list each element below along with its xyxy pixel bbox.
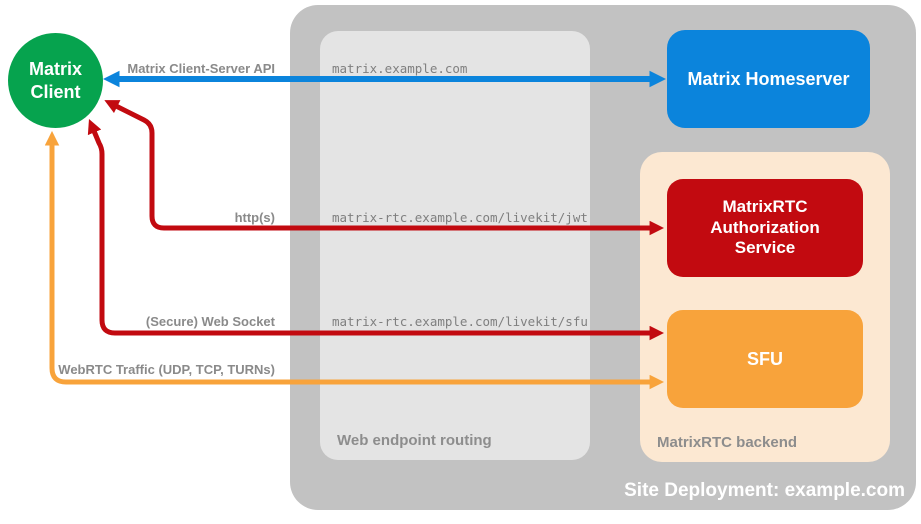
matrix-homeserver-label: Matrix Homeserver [687,68,850,89]
endpoint-livekit-sfu: matrix-rtc.example.com/livekit/sfu [332,314,588,329]
client-server-api-label: Matrix Client-Server API [127,61,275,76]
matrixrtc-authorization-service-node: MatrixRTC Authorization Service [667,179,863,277]
websocket-label: (Secure) Web Socket [145,314,275,329]
matrixrtc-backend-label: MatrixRTC backend [657,434,798,451]
endpoint-matrix-example-com: matrix.example.com [332,61,468,76]
https-label: http(s) [234,210,275,225]
matrix-client-label: Matrix Client [28,59,82,102]
site-deployment-label: Site Deployment: example.com [624,480,905,501]
endpoint-livekit-jwt: matrix-rtc.example.com/livekit/jwt [332,210,588,225]
sfu-label: SFU [747,348,783,369]
web-endpoint-routing-zone: Web endpoint routing [320,31,590,460]
webrtc-traffic-label: WebRTC Traffic (UDP, TCP, TURNs) [58,362,275,377]
matrixrtc-authorization-service-label: MatrixRTC Authorization Service [710,196,820,258]
matrix-homeserver-node: Matrix Homeserver [667,30,870,128]
web-endpoint-routing-label: Web endpoint routing [337,432,492,449]
matrix-client-node: Matrix Client [8,33,103,128]
sfu-node: SFU [667,310,863,408]
